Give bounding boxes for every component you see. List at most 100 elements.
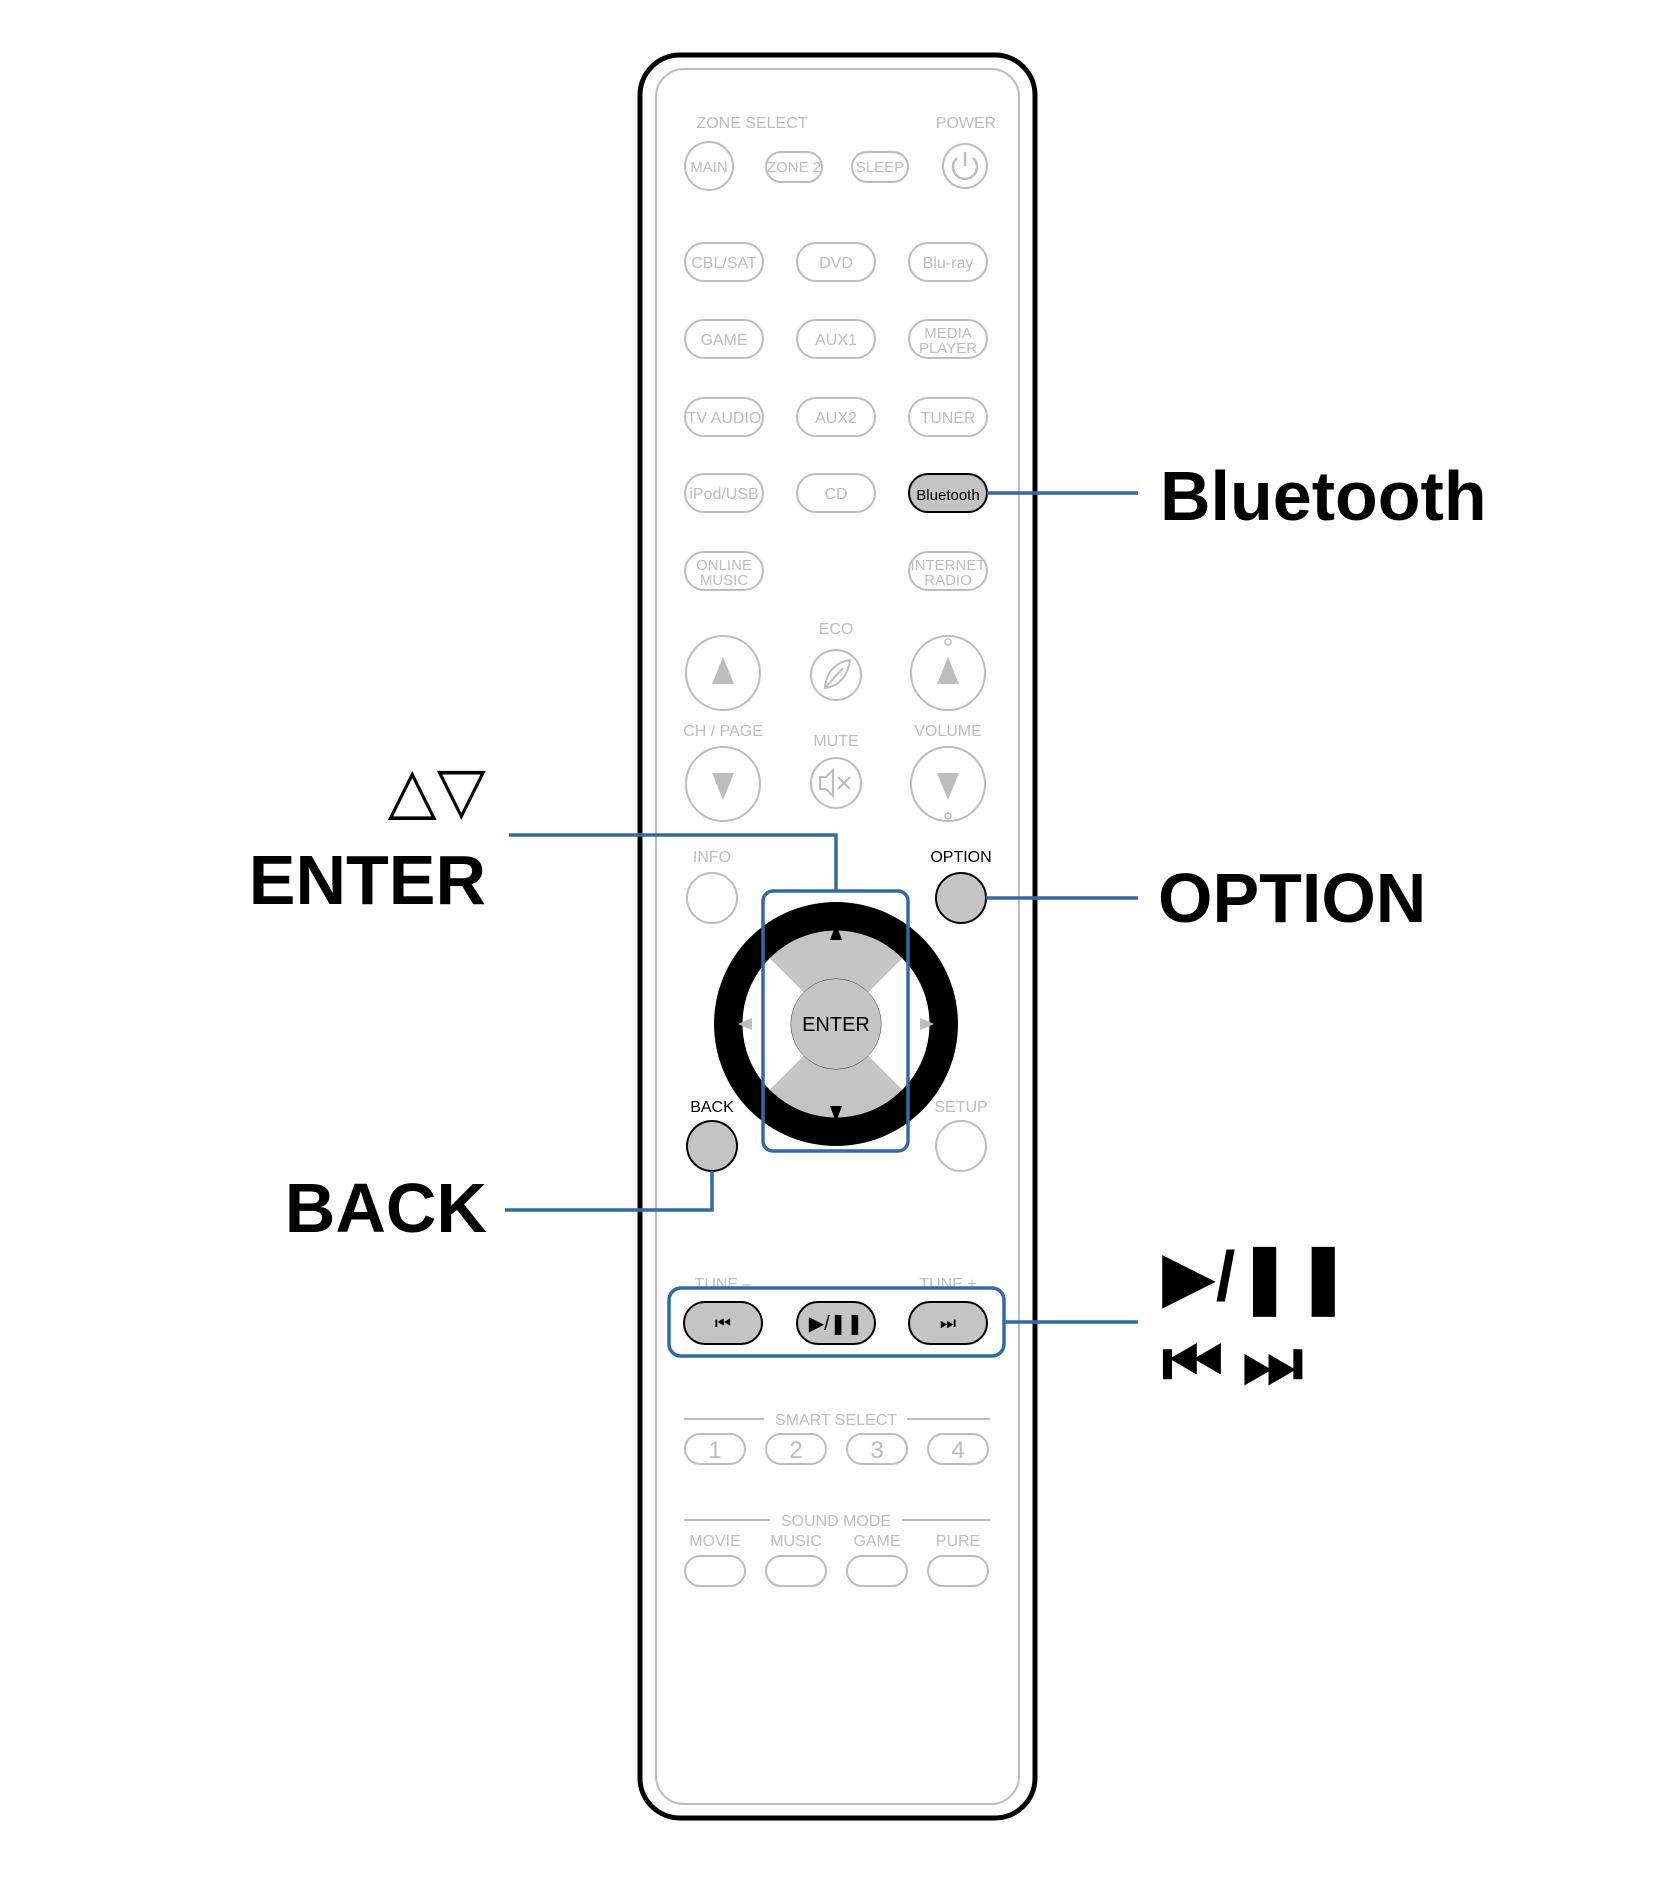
cd-label: CD bbox=[824, 486, 847, 503]
triangle-up-icon bbox=[937, 657, 959, 684]
setup-button[interactable] bbox=[935, 1120, 987, 1172]
ipod-usb-button[interactable]: iPod/USB bbox=[684, 473, 764, 513]
enter-callout: ENTER bbox=[249, 841, 486, 919]
back-label: BACK bbox=[690, 1099, 734, 1116]
media-player-button[interactable]: MEDIA PLAYER bbox=[908, 319, 988, 359]
option-button[interactable] bbox=[935, 872, 987, 924]
setup-label: SETUP bbox=[934, 1099, 987, 1116]
power-label: POWER bbox=[936, 115, 996, 132]
info-button[interactable] bbox=[686, 872, 738, 924]
arrow-down-icon bbox=[830, 1106, 842, 1122]
triangle-down-icon bbox=[937, 773, 959, 800]
music-mode-label: MUSIC bbox=[770, 1533, 822, 1550]
smart-select-4-button[interactable]: 4 bbox=[927, 1433, 989, 1465]
aux1-button[interactable]: AUX1 bbox=[796, 319, 876, 359]
cbl-sat-button[interactable]: CBL/SAT bbox=[684, 242, 764, 282]
nav-right-button[interactable] bbox=[868, 958, 930, 1090]
tv-audio-label: TV AUDIO bbox=[687, 410, 762, 427]
next-icon: ⏭ bbox=[940, 1313, 956, 1333]
cbl-sat-label: CBL/SAT bbox=[691, 255, 757, 272]
back-button[interactable] bbox=[686, 1120, 738, 1172]
arrows-callout: △▽ bbox=[388, 754, 487, 826]
dvd-button[interactable]: DVD bbox=[796, 242, 876, 282]
next-button[interactable]: ⏭ bbox=[908, 1301, 988, 1345]
bluray-label: Blu-ray bbox=[923, 255, 974, 272]
aux1-label: AUX1 bbox=[815, 332, 857, 349]
eco-button[interactable] bbox=[810, 649, 862, 701]
enter-button-label: ENTER bbox=[802, 1014, 870, 1036]
smart-select-2-button[interactable]: 2 bbox=[765, 1433, 827, 1465]
radio-label: RADIO bbox=[924, 572, 972, 589]
triangle-down-icon bbox=[712, 773, 734, 800]
play-pause-button[interactable]: ▶/❚❚ bbox=[796, 1301, 876, 1345]
movie-button[interactable] bbox=[684, 1555, 746, 1587]
movie-label: MOVIE bbox=[689, 1533, 741, 1550]
sleep-button-label: SLEEP bbox=[856, 159, 904, 176]
ipod-usb-label: iPod/USB bbox=[689, 486, 758, 503]
tuner-button[interactable]: TUNER bbox=[908, 397, 988, 437]
volume-up-button[interactable] bbox=[910, 635, 986, 711]
tuner-label: TUNER bbox=[920, 410, 975, 427]
back-callout: BACK bbox=[285, 1169, 487, 1247]
ch-page-up-button[interactable] bbox=[685, 635, 761, 711]
enter-button[interactable] bbox=[791, 979, 881, 1069]
game-mode-button[interactable] bbox=[846, 1555, 908, 1587]
mute-label: MUTE bbox=[813, 733, 858, 750]
volume-dot-icon bbox=[944, 812, 952, 820]
online-label: ONLINE bbox=[696, 557, 752, 574]
smart-1-label: 1 bbox=[708, 1437, 721, 1464]
pure-button[interactable] bbox=[927, 1555, 989, 1587]
remote-inner-outline bbox=[655, 68, 1020, 1805]
nav-up-button[interactable] bbox=[770, 930, 902, 992]
aux2-button[interactable]: AUX2 bbox=[796, 397, 876, 437]
info-label: INFO bbox=[693, 849, 731, 866]
triangle-up-icon bbox=[712, 657, 734, 684]
zone2-button[interactable]: ZONE 2 bbox=[765, 151, 823, 183]
volume-dot-icon bbox=[944, 638, 952, 646]
smart-4-label: 4 bbox=[951, 1437, 964, 1464]
smart-select-label: SMART SELECT bbox=[775, 1412, 897, 1429]
previous-icon: ⏮ bbox=[715, 1313, 731, 1333]
online-music-button[interactable]: ONLINE MUSIC bbox=[684, 551, 764, 591]
arrow-right-icon bbox=[920, 1018, 934, 1030]
internet-radio-button[interactable]: INTERNET RADIO bbox=[908, 551, 988, 591]
bluray-button[interactable]: Blu-ray bbox=[908, 242, 988, 282]
smart-select-1-button[interactable]: 1 bbox=[684, 1433, 746, 1465]
volume-down-button[interactable] bbox=[910, 746, 986, 822]
bluetooth-callout: Bluetooth bbox=[1160, 457, 1487, 535]
sound-mode-label: SOUND MODE bbox=[781, 1513, 891, 1530]
mute-icon bbox=[819, 767, 851, 799]
smart-3-label: 3 bbox=[870, 1437, 883, 1464]
skip-callout: ⏮ ⏭ bbox=[1162, 1325, 1303, 1401]
pure-label: PURE bbox=[936, 1533, 980, 1550]
mute-button[interactable] bbox=[810, 757, 862, 809]
back-leader-line bbox=[505, 1171, 714, 1212]
ch-page-label: CH / PAGE bbox=[683, 723, 763, 740]
ch-page-down-button[interactable] bbox=[685, 746, 761, 822]
volume-label: VOLUME bbox=[914, 723, 982, 740]
play-pause-icon: ▶/❚❚ bbox=[809, 1313, 863, 1335]
tv-audio-button[interactable]: TV AUDIO bbox=[684, 397, 764, 437]
main-button[interactable]: MAIN bbox=[684, 141, 734, 191]
leaf-icon bbox=[823, 658, 852, 690]
power-icon bbox=[951, 152, 979, 181]
tune-plus-label: TUNE + bbox=[919, 1276, 976, 1293]
nav-left-button[interactable] bbox=[742, 958, 804, 1090]
game-button[interactable]: GAME bbox=[684, 319, 764, 359]
dvd-label: DVD bbox=[819, 255, 853, 272]
music-label: MUSIC bbox=[700, 572, 749, 589]
play-pause-callout: ▶/❚❚ bbox=[1162, 1237, 1353, 1317]
zone2-button-label: ZONE 2 bbox=[767, 159, 821, 176]
internet-label: INTERNET bbox=[911, 557, 986, 574]
music-button[interactable] bbox=[765, 1555, 827, 1587]
cd-button[interactable]: CD bbox=[796, 473, 876, 513]
zone-select-label: ZONE SELECT bbox=[696, 115, 807, 132]
sound-mode-group: SOUND MODE bbox=[684, 1513, 990, 1530]
bluetooth-button[interactable]: Bluetooth bbox=[908, 473, 988, 513]
smart-select-group: SMART SELECT bbox=[684, 1412, 990, 1429]
power-button[interactable] bbox=[942, 143, 988, 189]
smart-select-3-button[interactable]: 3 bbox=[846, 1433, 908, 1465]
sleep-button[interactable]: SLEEP bbox=[851, 151, 909, 183]
nav-down-button[interactable] bbox=[770, 1056, 902, 1118]
previous-button[interactable]: ⏮ bbox=[683, 1301, 763, 1345]
